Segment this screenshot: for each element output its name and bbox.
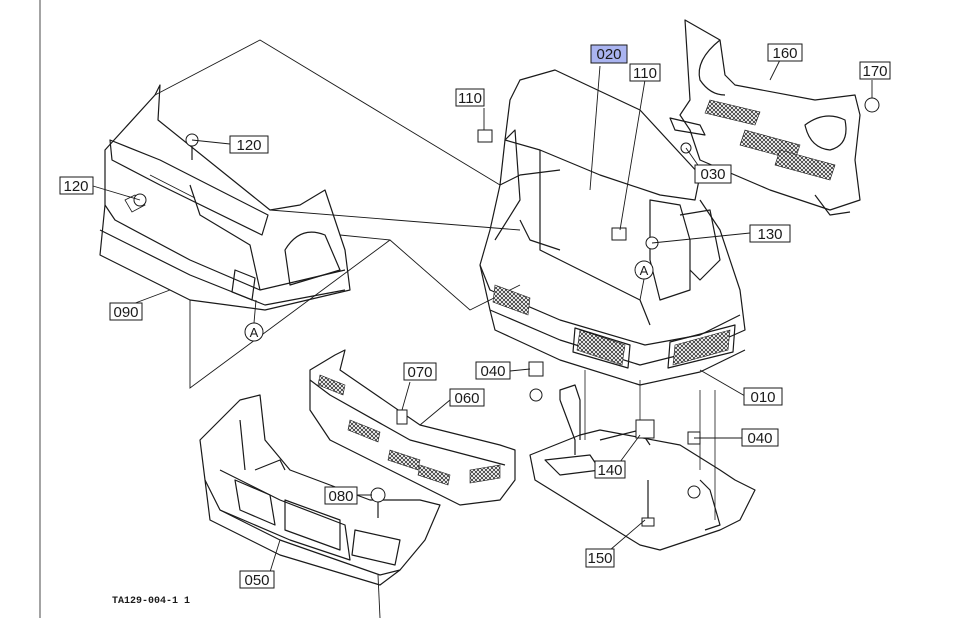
callout-170[interactable]: 170: [859, 61, 891, 80]
nut-icon: [864, 97, 880, 113]
callout-030[interactable]: 030: [694, 164, 732, 184]
assembly-guide-lines: [154, 39, 521, 389]
grille-060: [309, 349, 516, 506]
callout-140[interactable]: 140: [594, 460, 626, 479]
clip-icon: [396, 409, 408, 425]
svg-text:140: 140: [597, 462, 622, 479]
bolt-icon: [370, 487, 386, 503]
leader-lines: [92, 59, 873, 618]
svg-text:120: 120: [236, 137, 261, 154]
callout-080[interactable]: 080: [324, 486, 358, 505]
callout-110-left[interactable]: 110: [455, 88, 485, 107]
cushion-icon: [529, 388, 543, 402]
callout-050[interactable]: 050: [239, 570, 275, 589]
callout-070[interactable]: 070: [403, 362, 437, 381]
drawing-code: TA129-004-1 1: [112, 596, 190, 607]
svg-text:060: 060: [454, 390, 479, 407]
svg-text:080: 080: [328, 488, 353, 505]
callout-150[interactable]: 150: [585, 548, 615, 568]
svg-text:030: 030: [700, 166, 725, 183]
svg-text:130: 130: [757, 226, 782, 243]
cushion-icon: [528, 361, 544, 377]
svg-text:110: 110: [633, 65, 657, 82]
fasteners: [133, 97, 880, 527]
svg-text:070: 070: [407, 364, 432, 381]
svg-text:010: 010: [750, 389, 775, 406]
svg-text:160: 160: [772, 45, 797, 62]
callout-010[interactable]: 010: [743, 387, 783, 406]
svg-text:050: 050: [244, 572, 269, 589]
clip-icon: [477, 129, 493, 143]
svg-text:040: 040: [747, 430, 772, 447]
svg-text:020: 020: [596, 46, 621, 63]
svg-text:150: 150: [587, 550, 612, 567]
svg-text:120: 120: [63, 178, 88, 195]
callout-160[interactable]: 160: [767, 43, 803, 62]
svg-text:A: A: [250, 325, 259, 340]
reference-mark-left: A: [244, 299, 264, 342]
svg-text:040: 040: [480, 363, 505, 380]
callout-090[interactable]: 090: [109, 302, 143, 321]
bolt-icon: [641, 517, 655, 527]
side-cover-160: [669, 19, 861, 216]
callout-060[interactable]: 060: [449, 388, 485, 407]
svg-text:110: 110: [458, 90, 482, 107]
callout-120-left[interactable]: 120: [59, 176, 94, 195]
callout-040-upper[interactable]: 040: [475, 361, 511, 380]
svg-text:A: A: [640, 263, 649, 278]
reference-mark-right: A: [634, 260, 654, 301]
svg-text:090: 090: [113, 304, 138, 321]
front-panel-090: [99, 84, 351, 311]
svg-text:170: 170: [862, 63, 887, 80]
bumper-frame-050: [199, 394, 441, 586]
cushion-icon: [687, 485, 701, 499]
callout-110-right[interactable]: 110: [629, 63, 661, 82]
clip-icon: [611, 227, 627, 241]
hood-020: [479, 69, 746, 386]
bracket-icon: [635, 419, 655, 439]
callout-020[interactable]: 020: [590, 44, 628, 64]
callout-120-upper[interactable]: 120: [229, 135, 269, 154]
callout-130[interactable]: 130: [749, 224, 791, 243]
base-plate-010: [529, 370, 756, 551]
callout-040-lower[interactable]: 040: [741, 428, 779, 447]
